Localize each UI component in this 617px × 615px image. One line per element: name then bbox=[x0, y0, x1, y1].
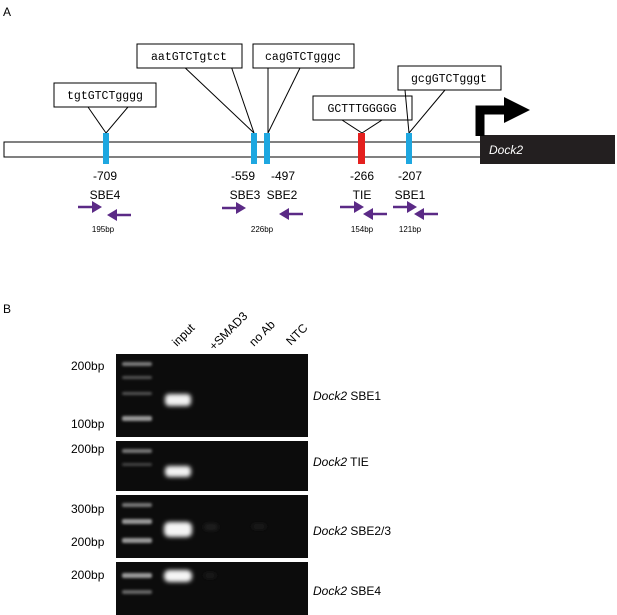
primer-reverse-icon bbox=[414, 208, 438, 220]
gene-box bbox=[480, 135, 615, 164]
band-input bbox=[164, 522, 192, 537]
ladder-label: 100bp bbox=[71, 417, 105, 431]
ladder-label: 200bp bbox=[71, 442, 105, 456]
sequence-tie: GCTTTGGGGG bbox=[327, 103, 396, 116]
name-tie: TIE bbox=[353, 188, 372, 202]
marker-sbe1 bbox=[406, 133, 412, 164]
gene-label: Dock2 bbox=[489, 143, 523, 157]
panel-a-label: A bbox=[3, 5, 11, 19]
band-input bbox=[165, 466, 191, 477]
ladder-label: 300bp bbox=[71, 502, 105, 516]
ladder-band bbox=[122, 590, 152, 594]
position-sbe4: -709 bbox=[93, 169, 117, 183]
band-faint bbox=[204, 573, 216, 578]
marker-sbe3 bbox=[251, 133, 257, 164]
band-input bbox=[165, 394, 191, 406]
sequence-sbe2: cagGTCTgggc bbox=[265, 51, 341, 64]
callout-sbe4: tgtGTCTgggg bbox=[53, 82, 157, 134]
primer-forward-icon bbox=[393, 201, 417, 213]
ladder-band bbox=[122, 503, 152, 507]
callout-tie: GCTTTGGGGG bbox=[312, 95, 413, 134]
marker-sbe2 bbox=[264, 133, 270, 164]
gel-label-sbe2-3: Dock2 SBE2/3 bbox=[313, 524, 391, 538]
position-tie: -266 bbox=[350, 169, 374, 183]
band-faint bbox=[204, 524, 218, 530]
ladder-label: 200bp bbox=[71, 359, 105, 373]
name-sbe3: SBE3 bbox=[230, 188, 261, 202]
callout-sbe3: aatGTCTgtct bbox=[136, 43, 255, 134]
gel-tie bbox=[116, 441, 308, 491]
tss-arrowhead-icon bbox=[504, 97, 530, 123]
gel-sbe2-3 bbox=[116, 495, 308, 558]
ladder-band bbox=[122, 573, 152, 578]
amplicon-size-sbe2-3: 226bp bbox=[251, 225, 274, 234]
amplicon-size-sbe4: 195bp bbox=[92, 225, 115, 234]
gel-label-sbe1: Dock2 SBE1 bbox=[313, 389, 381, 403]
ladder-band bbox=[122, 449, 152, 453]
gel-label-tie: Dock2 TIE bbox=[313, 455, 369, 469]
position-sbe1: -207 bbox=[398, 169, 422, 183]
ladder-label: 200bp bbox=[71, 568, 105, 582]
gel-label-sbe4: Dock2 SBE4 bbox=[313, 584, 381, 598]
ladder-band bbox=[122, 519, 152, 524]
callout-sbe2: cagGTCTgggc bbox=[252, 43, 355, 134]
sequence-sbe1: gcgGTCTgggt bbox=[411, 73, 487, 86]
sequence-sbe4: tgtGTCTgggg bbox=[67, 90, 143, 103]
lane-label-input: input bbox=[169, 320, 198, 349]
position-sbe3: -559 bbox=[231, 169, 255, 183]
amplicon-size-sbe1: 121bp bbox=[399, 225, 422, 234]
marker-sbe4 bbox=[103, 133, 109, 164]
name-sbe1: SBE1 bbox=[395, 188, 426, 202]
tss-arrow-icon bbox=[475, 105, 508, 136]
sequence-sbe3: aatGTCTgtct bbox=[151, 51, 227, 64]
panel-b-label: B bbox=[3, 302, 11, 316]
primer-reverse-icon bbox=[107, 209, 131, 221]
primer-forward-icon bbox=[340, 201, 364, 213]
primer-arrows bbox=[78, 201, 438, 221]
position-sbe2: -497 bbox=[271, 169, 295, 183]
ladder-band bbox=[122, 392, 152, 395]
primer-reverse-icon bbox=[279, 208, 303, 220]
primer-forward-icon bbox=[222, 202, 246, 214]
ladder-label: 200bp bbox=[71, 535, 105, 549]
ladder-band bbox=[122, 538, 152, 543]
ladder-band bbox=[122, 362, 152, 366]
band-input bbox=[164, 570, 192, 582]
primer-forward-icon bbox=[78, 201, 102, 213]
band-faint bbox=[252, 524, 266, 529]
name-sbe2: SBE2 bbox=[267, 188, 298, 202]
marker-tie bbox=[358, 133, 365, 164]
primer-reverse-icon bbox=[363, 208, 387, 220]
ladder-band bbox=[122, 416, 152, 421]
ladder-band bbox=[122, 376, 152, 379]
ladder-band bbox=[122, 463, 152, 466]
lane-label-ntc: NTC bbox=[283, 321, 311, 349]
gel-sbe1 bbox=[116, 354, 308, 437]
lane-label-no-ab: no Ab bbox=[246, 317, 278, 349]
name-sbe4: SBE4 bbox=[90, 188, 121, 202]
amplicon-size-tie: 154bp bbox=[351, 225, 374, 234]
callout-sbe1: gcgGTCTgggt bbox=[397, 65, 502, 134]
gel-sbe4 bbox=[116, 562, 308, 615]
lane-label-smad3: +SMAD3 bbox=[206, 309, 250, 353]
